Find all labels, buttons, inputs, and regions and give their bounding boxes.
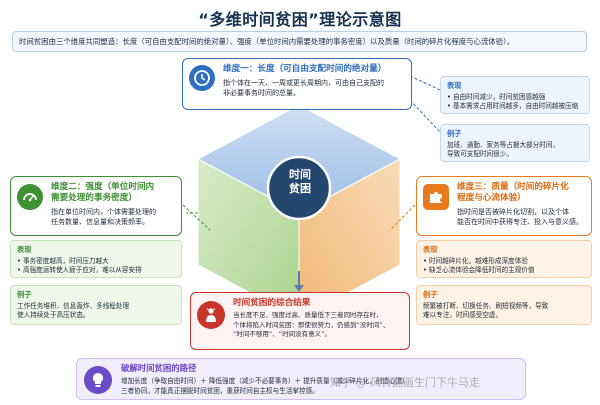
intensity-symptoms-label: 表现 [17, 245, 32, 254]
length-description-2: 非必要事务时间的总量。 [223, 89, 300, 97]
quality-description-1: 指时间是否被碎片化切割，以及个体 [457, 208, 569, 216]
quality-symptoms-box: 表现 时间越碎片化，越难形成深度体验 缺乏心流体验会降低时间的主观价值 [416, 240, 592, 278]
intensity-description-2: 任务数量、信息量和决策频率。 [51, 218, 149, 226]
connector-quality [389, 204, 416, 231]
length-symptom-item: 基本需求占用时间越多，自由时间越被压缩 [447, 102, 583, 112]
quality-heading-1: 维度三：质量（时间的碎片化 [457, 182, 569, 192]
intensity-example-label: 例子 [17, 290, 32, 299]
center-circle [266, 155, 332, 221]
quality-description-2: 能否在时间中获得专注、投入与意义感。 [457, 218, 583, 226]
center-label-line2: 贫困 [289, 182, 311, 195]
intensity-symptom-item: 高强度运转使人疲于应对，难以从容安排 [17, 266, 175, 276]
clock-icon [189, 65, 215, 91]
lightbulb-icon [84, 366, 112, 394]
length-description-1: 指个体在一天、一周或更长周期内，可由自己支配的 [223, 79, 384, 87]
intensity-card: 维度二：强度（单位时间内 需要处理的事务密度） 指在单位时间内，个体需要处理的 … [10, 176, 182, 236]
quality-symptoms-label: 表现 [423, 245, 438, 254]
path-text-1: 增加长度（争取自由时间）＋ 降低强度（减少不必要事务）＋ 提升质量（减少碎片化，… [121, 377, 409, 385]
intensity-example-box: 例子 工作任务堆积、信息轰炸、多线程处理 使人持续处于高压状态。 [10, 285, 182, 325]
connector-intensity [182, 204, 211, 231]
length-example-box: 例子 加班、通勤、家务等占据大部分时间， 导致可支配时间很少。 [440, 124, 590, 162]
quality-example-label: 例子 [423, 290, 438, 299]
gauge-icon [17, 184, 43, 210]
quality-symptom-item: 缺乏心流体验会降低时间的主观价值 [423, 266, 585, 276]
path-text-2: 三者协同，才能真正摆脱时间贫困，重获时间自主权与生活掌控感。 [121, 387, 319, 395]
quality-example-text-1: 频繁被打断、切换任务、刷短视频等，导致 [423, 301, 549, 310]
result-card: 时间贫困的综合结果 当长度不足、强度过高、质量低下三者同时存在时， 个体将陷入时… [190, 292, 410, 350]
puzzle-icon [423, 184, 449, 210]
length-symptoms-box: 表现 自由时间减少，时间贫困感越强 基本需求占用时间越多，自由时间越被压缩 [440, 76, 590, 114]
intensity-description-1: 指在单位时间内，个体需要处理的 [51, 208, 156, 216]
quality-heading-2: 程度与心流体验） [457, 193, 526, 203]
length-example-text-1: 加班、通勤、家务等占据大部分时间， [447, 140, 560, 149]
quality-symptom-item: 时间越碎片化，越难形成深度体验 [423, 257, 585, 267]
center-label: 时间 贫困 [270, 168, 330, 208]
length-example-label: 例子 [447, 129, 462, 138]
length-example-text-2: 导致可支配时间很少。 [447, 150, 513, 158]
result-text-3: “时间不够用”、“时间没有意义”。 [233, 330, 331, 338]
intensity-heading-2: 需要处理的事务密度） [51, 193, 137, 203]
center-label-line1: 时间 [289, 168, 311, 181]
quality-example-text-2: 难以专注，时间感受空虚。 [423, 311, 503, 319]
result-heading: 时间贫困的综合结果 [233, 298, 311, 308]
page-title: “多维时间贫困”理论示意图 [198, 10, 402, 29]
path-heading: 破解时间贫困的路径 [121, 363, 197, 373]
length-symptom-item: 自由时间减少，时间贫困感越强 [447, 93, 583, 103]
quality-card: 维度三：质量（时间的碎片化 程度与心流体验） 指时间是否被碎片化切割，以及个体 … [416, 176, 592, 236]
watermark: 知乎 @ 风铃翻画生门下牛马走 [330, 376, 480, 389]
arrowhead-down [294, 285, 304, 292]
stressed-person-icon [197, 301, 225, 329]
result-text-2: 个体将陷入时间贫困：即使很努力，仍感到“没时间”、 [233, 320, 390, 329]
intensity-symptom-item: 事务密度越高，时间压力越大 [17, 257, 175, 267]
path-card: 破解时间贫困的路径 增加长度（争取自由时间）＋ 降低强度（减少不必要事务）＋ 提… [76, 358, 526, 400]
intensity-example-text-2: 使人持续处于高压状态。 [17, 311, 90, 319]
connector-length-symptoms [409, 75, 441, 91]
result-text-1: 当长度不足、强度过高、质量低下三者同时存在时， [233, 311, 383, 319]
length-symptoms-label: 表现 [447, 81, 462, 90]
connector-length-example [409, 99, 441, 133]
intensity-symptoms-box: 表现 事务密度越高，时间压力越大 高强度运转使人疲于应对，难以从容安排 [10, 240, 182, 278]
length-card: 维度一：长度（可自由支配时间的绝对量） 指个体在一天、一周或更长周期内，可由自己… [182, 58, 412, 110]
intensity-example-text-1: 工作任务堆积、信息轰炸、多线程处理 [17, 301, 130, 310]
cube-diagram [186, 104, 402, 320]
intro-banner: 时间贫困由三个维度共同塑造：长度（可自由支配时间的绝对量）、强度（单位时间内需要… [12, 31, 587, 52]
intensity-heading-1: 维度二：强度（单位时间内 [51, 182, 155, 192]
quality-example-box: 例子 频繁被打断、切换任务、刷短视频等，导致 难以专注，时间感受空虚。 [416, 285, 592, 325]
length-heading: 维度一：长度（可自由支配时间的绝对量） [223, 64, 387, 74]
